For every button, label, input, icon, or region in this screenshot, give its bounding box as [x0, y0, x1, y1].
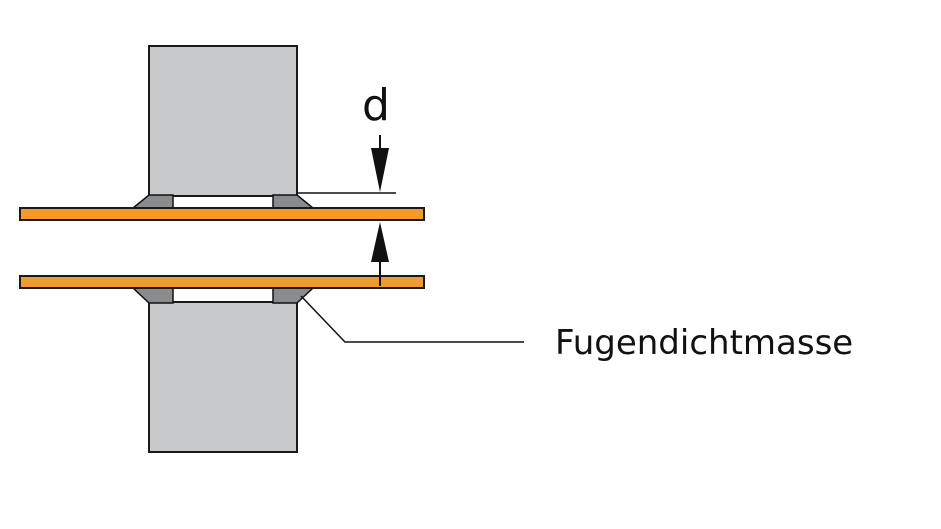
lower-right-sealant [272, 287, 315, 304]
dimension-arrow-bottom-head [371, 222, 389, 262]
sealant-label: Fugendichtmasse [555, 323, 853, 363]
upper-plate [19, 207, 425, 221]
upper-wall-block [148, 45, 298, 197]
lower-wall-block [148, 301, 298, 453]
dimension-label: d [362, 80, 390, 131]
sealant-leader-line [300, 295, 524, 343]
lower-plate [19, 275, 425, 289]
upper-right-sealant [272, 194, 316, 209]
upper-left-sealant [130, 194, 174, 209]
lower-left-sealant [131, 287, 174, 304]
dimension-arrow-top-head [371, 148, 389, 192]
